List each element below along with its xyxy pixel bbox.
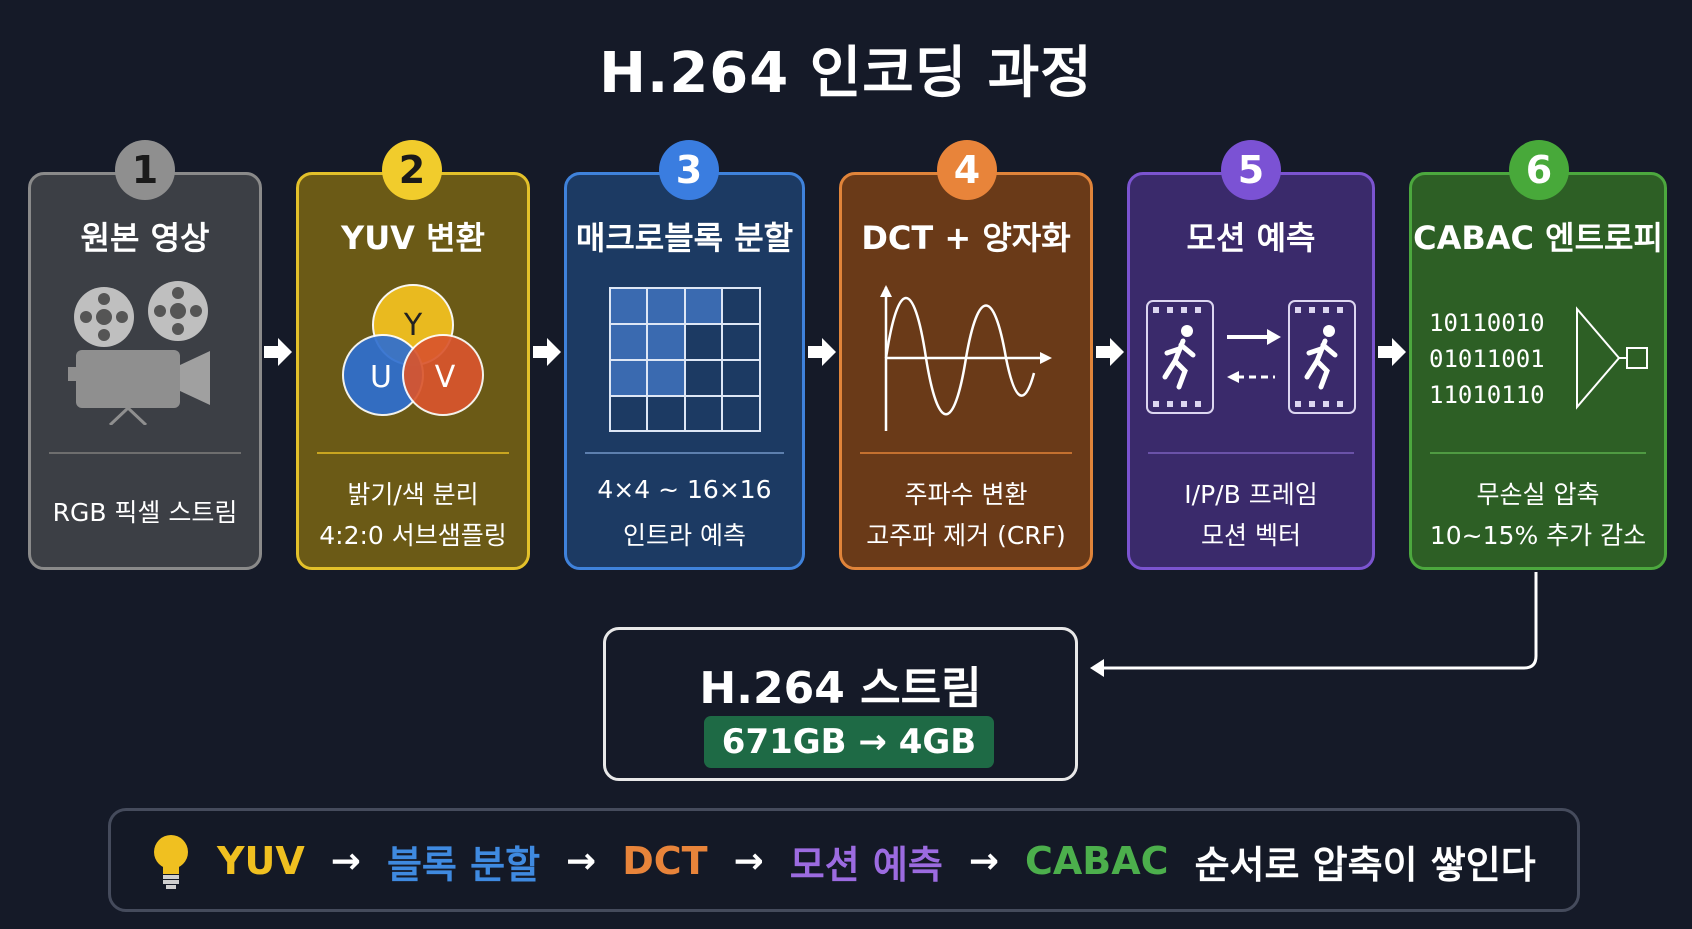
step-title: 원본 영상	[80, 219, 210, 257]
step-desc-2: 4:2:0 서브샘플링	[319, 521, 507, 550]
card-divider	[585, 452, 784, 454]
step-desc-2: 인트라 예측	[623, 521, 746, 550]
summary-step-motion: 모션 예측	[789, 842, 943, 887]
output-title: H.264 스트림	[699, 663, 982, 714]
flow-arrow-icon	[1096, 338, 1124, 366]
flow-arrow-icon	[808, 338, 836, 366]
output-stream-box: H.264 스트림 671GB → 4GB	[603, 627, 1078, 781]
summary-arrow: →	[330, 840, 361, 882]
card-divider	[860, 452, 1072, 454]
step-title: 모션 예측	[1186, 219, 1316, 257]
step-badge-6: 6	[1509, 140, 1569, 200]
step-desc-1: 밝기/색 분리	[347, 480, 479, 509]
step-desc-1: 주파수 변환	[904, 480, 1028, 509]
card-divider	[1430, 452, 1646, 454]
step-desc-1: I/P/B 프레임	[1184, 480, 1318, 509]
step-title: DCT + 양자화	[861, 219, 1071, 257]
step-badge-1: 1	[115, 140, 175, 200]
step-desc-1: 4×4 ~ 16×16	[597, 475, 772, 504]
bits-row-2: 01011001	[1429, 345, 1545, 373]
summary-step-dct: DCT	[622, 839, 708, 883]
venn-label-y: Y	[403, 308, 423, 343]
card-divider	[317, 452, 509, 454]
step-badge-5: 5	[1221, 140, 1281, 200]
venn-label-v: V	[435, 360, 456, 395]
step-badge-2: 2	[382, 140, 442, 200]
step-card-dct: DCT + 양자화 주파수 변환 고주파 제거 (CRF)	[839, 172, 1093, 570]
bits-row-1: 10110010	[1429, 309, 1545, 337]
film-camera-icon	[60, 275, 230, 429]
motion-frames-icon	[1145, 299, 1357, 419]
diagram-title: H.264 인코딩 과정	[599, 41, 1093, 106]
step-card-cabac: CABAC 엔트로피 10110010 01011001 11010110 무손…	[1409, 172, 1667, 570]
step-title: YUV 변환	[341, 219, 485, 257]
grid-icon	[608, 287, 761, 436]
step-title: CABAC 엔트로피	[1413, 219, 1663, 257]
step-card-motion: 모션 예측 I/P/B 프레임 모	[1127, 172, 1375, 570]
step-desc-2: 10~15% 추가 감소	[1429, 521, 1647, 550]
step-desc-2: 고주파 제거 (CRF)	[866, 521, 1066, 550]
summary-bar: YUV → 블록 분할 → DCT → 모션 예측 → CABAC 순서로 압축…	[108, 808, 1580, 912]
step-title: 매크로블록 분할	[575, 219, 794, 257]
summary-tail: 순서로 압축이 쌓인다	[1194, 842, 1536, 887]
size-reduction-badge: 671GB → 4GB	[704, 716, 994, 768]
step-card-original: 원본 영상 RGB 픽셀 스트림	[28, 172, 262, 570]
venn-label-u: U	[370, 360, 392, 395]
flow-arrow-icon	[1378, 338, 1406, 366]
summary-arrow: →	[566, 840, 597, 882]
binary-encoder-icon: 10110010 01011001 11010110	[1427, 303, 1649, 417]
step-card-yuv: YUV 변환 Y U V 밝기/색 분리 4:2:0 서브샘플링	[296, 172, 530, 570]
flow-arrow-icon	[533, 338, 561, 366]
step-card-macroblock: 매크로블록 분할 4×4 ~ 16×16 인트라 예측	[564, 172, 805, 570]
summary-arrow: →	[968, 840, 999, 882]
card-divider	[49, 452, 241, 454]
lightbulb-icon	[154, 835, 188, 889]
step-desc: RGB 픽셀 스트림	[52, 498, 238, 527]
step-desc-2: 모션 벡터	[1201, 521, 1301, 550]
step-badge-3: 3	[659, 140, 719, 200]
summary-step-yuv: YUV	[217, 839, 305, 883]
summary-step-block: 블록 분할	[386, 842, 541, 887]
yuv-venn-icon: Y U V	[333, 275, 493, 429]
card-divider	[1148, 452, 1354, 454]
bits-row-3: 11010110	[1429, 381, 1545, 409]
waveform-icon	[876, 283, 1056, 437]
summary-step-cabac: CABAC	[1025, 839, 1169, 883]
flow-arrow-icon	[264, 338, 292, 366]
output-connector-arrow	[1090, 572, 1538, 677]
summary-arrow: →	[733, 840, 764, 882]
step-desc-1: 무손실 압축	[1476, 480, 1600, 509]
step-badge-4: 4	[937, 140, 997, 200]
